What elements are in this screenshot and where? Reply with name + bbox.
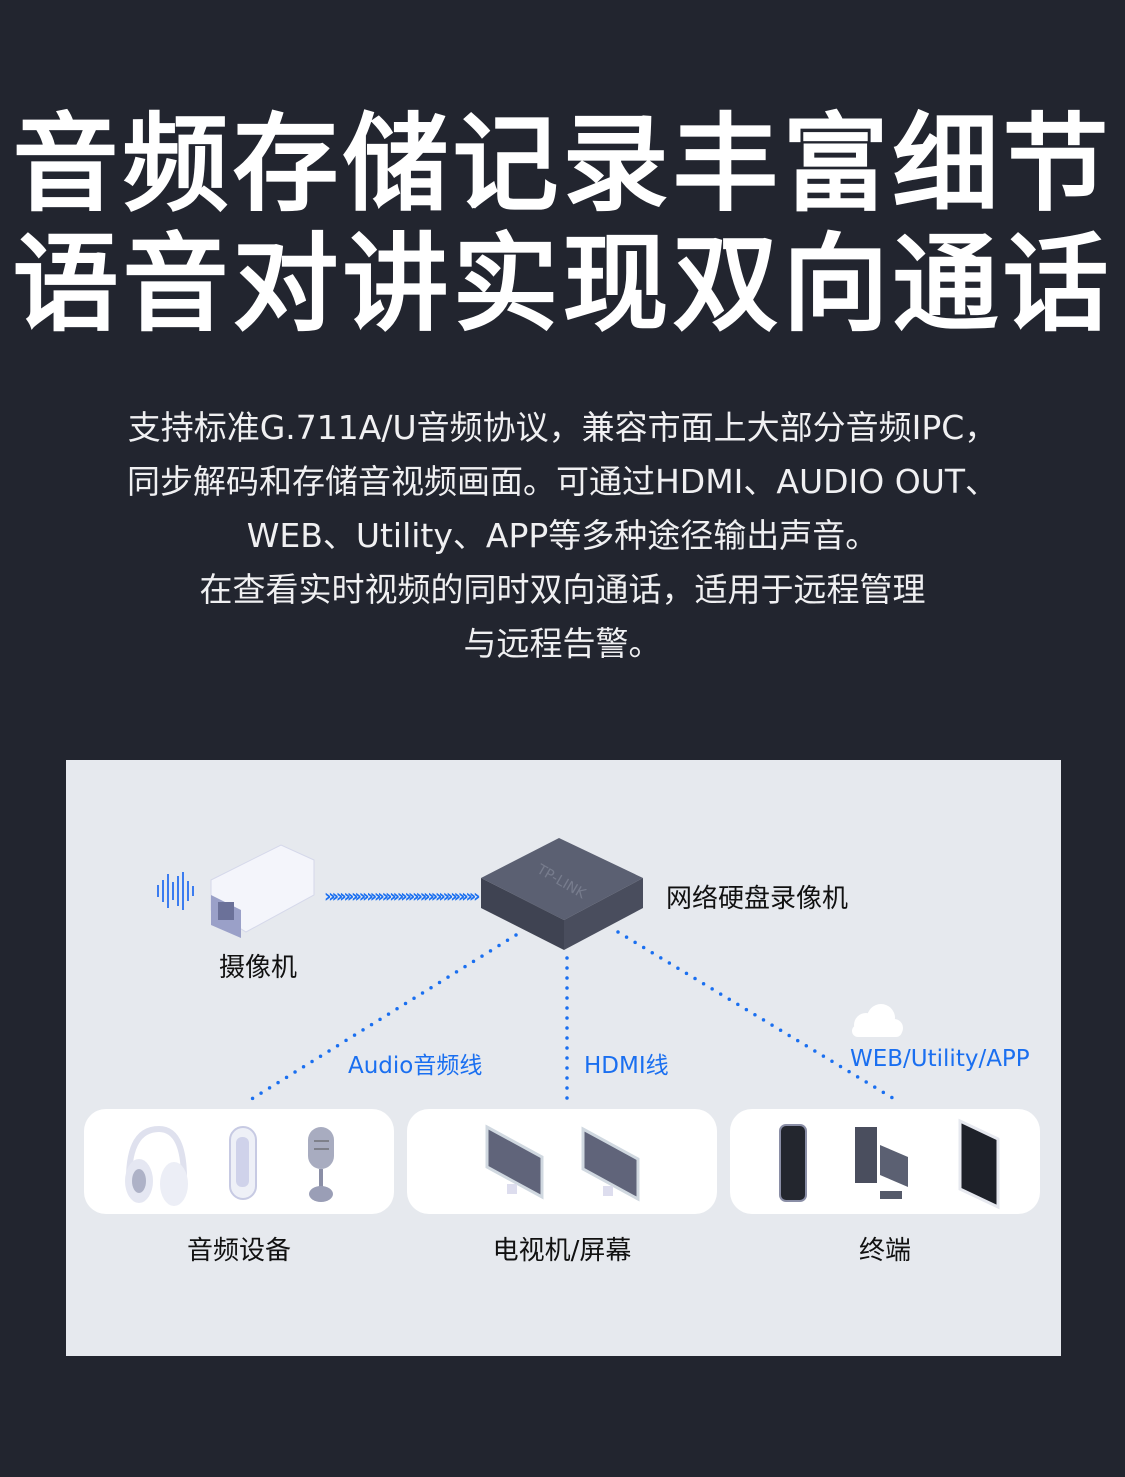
cloud-icon: [852, 1004, 903, 1037]
description-line: 同步解码和存储音视频画面。可通过HDMI、AUDIO OUT、: [126, 462, 999, 501]
connection-diagram: »»»»»»»»»»»»»»»»»»»» TP-LINK 摄像机 网络硬盘录像机…: [66, 760, 1061, 1356]
headphones-icon: [125, 1125, 188, 1206]
microphone-icon: [308, 1127, 334, 1202]
svg-text:»»»»»»»»»»»»»»»»»»»»: »»»»»»»»»»»»»»»»»»»»: [324, 886, 480, 907]
nvr-label: 网络硬盘录像机: [666, 884, 849, 914]
sound-wave-icon: [157, 872, 194, 910]
nvr-icon: TP-LINK: [481, 838, 643, 950]
description-line: 与远程告警。: [463, 624, 662, 663]
desktop-pc-icon: [855, 1127, 908, 1199]
description-line: 支持标准G.711A/U音频协议，兼容市面上大部分音频IPC，: [127, 408, 998, 447]
screens-label: 电视机/屏幕: [492, 1236, 632, 1266]
terminals-card: [730, 1109, 1040, 1214]
audio-line: [248, 933, 518, 1102]
audio-devices-card: [84, 1109, 394, 1214]
description-line: 在查看实时视频的同时双向通话，适用于远程管理: [199, 570, 926, 609]
headline-line-1: 音频存储记录丰富细节: [12, 103, 1113, 226]
description: 支持标准G.711A/U音频协议，兼容市面上大部分音频IPC， 同步解码和存储音…: [0, 401, 1125, 671]
audio-devices-label: 音频设备: [186, 1236, 291, 1266]
tablet-icon: [958, 1118, 1000, 1210]
speaker-icon: [229, 1126, 257, 1200]
web-link-label: WEB/Utility/APP: [850, 1046, 1030, 1072]
transfer-arrows: »»»»»»»»»»»»»»»»»»»»: [324, 886, 484, 907]
description-line: WEB、Utility、APP等多种途径输出声音。: [246, 516, 879, 555]
camera-label: 摄像机: [219, 953, 298, 983]
terminals-label: 终端: [858, 1236, 911, 1266]
monitor-icon: [485, 1124, 544, 1200]
phone-icon: [779, 1124, 807, 1202]
audio-link-label: Audio音频线: [348, 1053, 483, 1079]
connection-lines: »»»»»»»»»»»»»»»»»»»» TP-LINK: [157, 838, 903, 1107]
headline-line-2: 语音对讲实现双向通话: [12, 223, 1113, 346]
hdmi-link-label: HDMI线: [584, 1053, 669, 1079]
web-line: [616, 930, 898, 1102]
camera-icon: [210, 844, 315, 938]
monitor-icon: [581, 1126, 640, 1202]
screens-card: [407, 1109, 717, 1214]
